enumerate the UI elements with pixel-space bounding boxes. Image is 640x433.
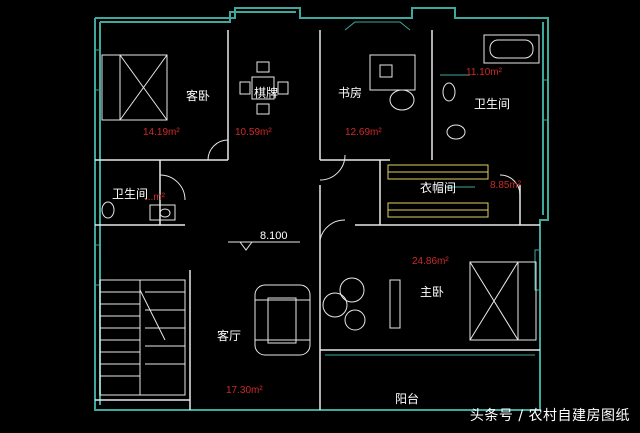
room-name-guest-bedroom: 客卧: [186, 88, 210, 103]
interior-walls: [95, 30, 540, 410]
room-name-bathroom-master: 卫生间: [474, 97, 510, 111]
room-name-study: 书房: [338, 85, 362, 100]
room-area-guest-bedroom: 14.19m²: [143, 127, 180, 138]
room-area-closet: 8.85m²: [490, 180, 522, 191]
room-area-bathroom-small: ...m²: [145, 192, 166, 203]
small-bath-icon: [101, 201, 176, 221]
watermark: 头条号 / 农村自建房图纸: [469, 408, 630, 424]
room-name-balcony: 阳台: [395, 391, 419, 406]
elevation-label: 8.100: [260, 230, 288, 242]
room-area-living-room: 17.30m²: [226, 385, 263, 396]
closet-racks: [387, 164, 489, 218]
elevation-marker: [228, 241, 300, 251]
room-name-closet: 衣帽间: [420, 180, 456, 195]
chess-table-icon: [239, 61, 289, 115]
living-sofa-icon: [254, 284, 311, 356]
staircase: [99, 279, 186, 396]
room-area-chess-room: 10.59m²: [235, 127, 272, 138]
room-area-study: 12.69m²: [345, 127, 382, 138]
lounge-chairs-icon: [322, 277, 366, 331]
guest-bed-icon: [101, 54, 168, 121]
room-name-chess-room: 棋牌: [254, 86, 278, 100]
room-name-master-bedroom: 主卧: [420, 285, 444, 299]
room-area-master-bedroom: 24.86m²: [412, 256, 449, 267]
room-area-bathroom-master: 11.10m²: [466, 67, 503, 78]
study-desk-icon: [344, 21, 416, 111]
windows: [94, 49, 549, 356]
master-bed-icon: [389, 261, 537, 341]
door-swings: [159, 139, 521, 241]
bathtub-icon: [442, 34, 540, 140]
room-name-bathroom-small: 卫生间: [112, 187, 148, 201]
room-name-living-room: 客厅: [217, 328, 241, 343]
